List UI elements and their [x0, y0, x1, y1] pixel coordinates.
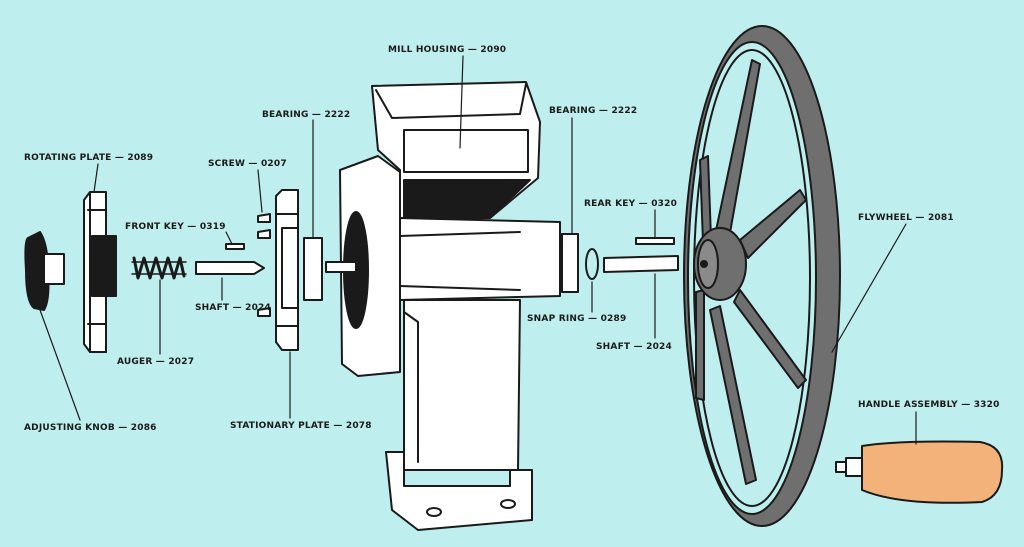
- rotating-plate-part: [83, 191, 117, 353]
- leader-lines: [39, 55, 917, 445]
- label-rear-key: REAR KEY — 0320: [584, 199, 678, 209]
- label-shaft-rear: SHAFT — 2024: [596, 342, 672, 352]
- rear-key-part: [635, 237, 675, 245]
- screws-part: [257, 213, 271, 317]
- snap-ring-part: [585, 248, 599, 280]
- adjusting-knob-part: [24, 231, 65, 311]
- label-snap-ring: SNAP RING — 0289: [527, 314, 627, 324]
- label-flywheel: FLYWHEEL — 2081: [858, 213, 954, 223]
- left-bearing-part: [303, 237, 323, 301]
- label-adjusting-knob: ADJUSTING KNOB — 2086: [24, 423, 157, 433]
- label-shaft-front: SHAFT — 2024: [195, 303, 271, 313]
- label-bearing-left: BEARING — 2222: [262, 110, 351, 120]
- label-screw: SCREW — 0207: [208, 159, 287, 169]
- mill-housing-part: [325, 81, 561, 531]
- right-bearing-part: [561, 233, 579, 293]
- label-auger: AUGER — 2027: [117, 357, 195, 367]
- label-bearing-right: BEARING — 2222: [549, 106, 638, 116]
- rear-shaft-part: [603, 255, 679, 273]
- label-handle-assembly: HANDLE ASSEMBLY — 3320: [858, 400, 1000, 410]
- auger-part: [131, 256, 187, 280]
- front-shaft-part: [195, 261, 265, 275]
- label-rotating-plate: ROTATING PLATE — 2089: [24, 153, 154, 163]
- stationary-plate-part: [275, 189, 299, 351]
- label-stationary-plate: STATIONARY PLATE — 2078: [230, 421, 372, 431]
- label-front-key: FRONT KEY — 0319: [125, 222, 226, 232]
- handle-assembly-part: [835, 440, 1004, 504]
- front-key-part: [225, 243, 245, 250]
- flywheel-part: [683, 25, 841, 527]
- label-mill-housing: MILL HOUSING — 2090: [388, 45, 507, 55]
